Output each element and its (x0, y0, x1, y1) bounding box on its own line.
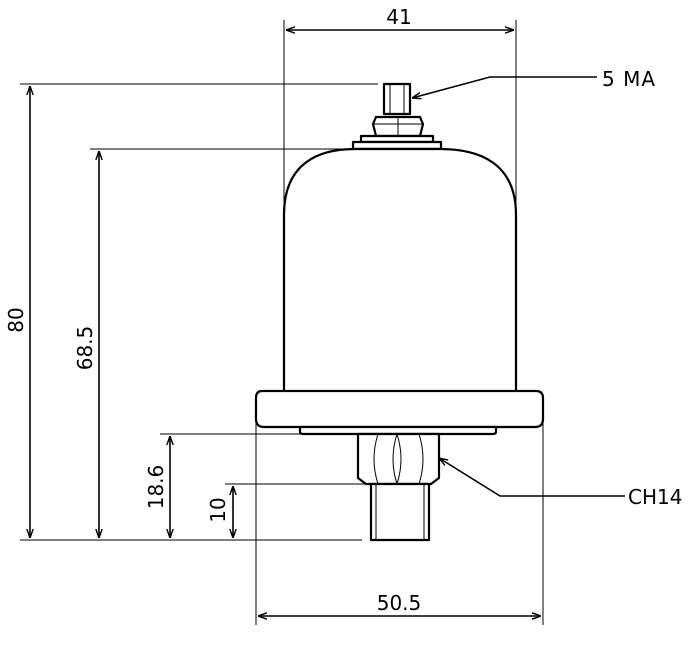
dim-label-18-6: 18.6 (144, 465, 168, 510)
leader-5ma (412, 76, 597, 98)
sensor-outline (254, 82, 545, 542)
leader-lines (412, 76, 625, 497)
threaded-end (369, 482, 431, 542)
callout-ch14: CH14 (628, 485, 682, 509)
dim-label-41: 41 (386, 5, 411, 29)
hex-body (356, 432, 441, 486)
leader-ch14 (439, 458, 625, 497)
dim-label-80: 80 (4, 307, 28, 332)
callout-labels: 5 MA CH14 (602, 67, 682, 509)
dim-label-68-5: 68.5 (73, 326, 97, 371)
dimension-labels: 41 50.5 80 68.5 18.6 10 (4, 5, 421, 615)
dim-label-10: 10 (206, 497, 230, 522)
callout-5ma: 5 MA (602, 67, 656, 91)
dimension-lines (30, 30, 541, 616)
terminal-stud (382, 82, 412, 116)
dim-label-50-5: 50.5 (377, 591, 422, 615)
flange (254, 389, 545, 429)
dome-body (282, 147, 518, 390)
groove-ring (298, 425, 498, 436)
extension-lines (20, 20, 544, 625)
